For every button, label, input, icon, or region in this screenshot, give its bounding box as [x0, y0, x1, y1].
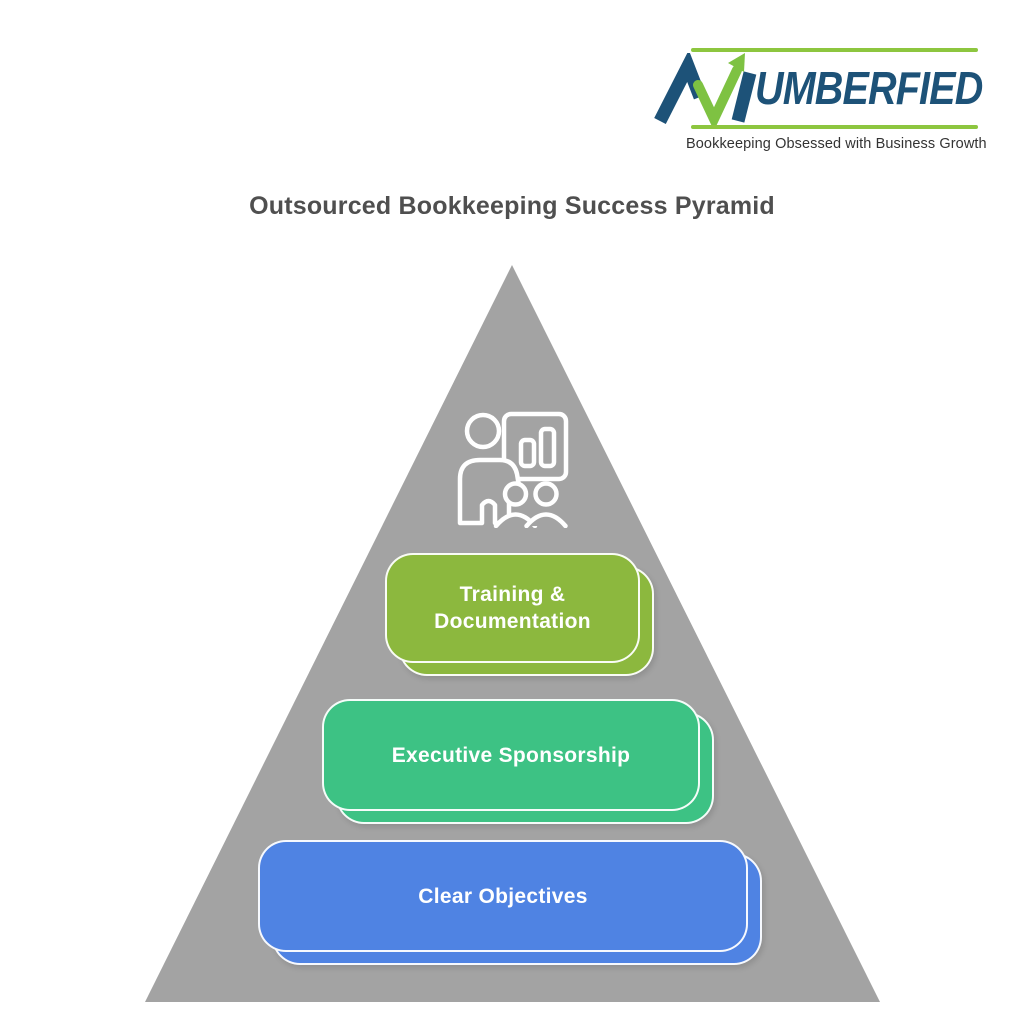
- chart-bar-short-icon: [518, 437, 537, 469]
- tier-label: Documentation: [434, 610, 591, 633]
- tier-front-card: Executive Sponsorship: [322, 699, 700, 811]
- tier-front-card: Training & Documentation: [385, 553, 640, 663]
- chart-bar-tall-icon: [538, 426, 557, 469]
- audience-head-right-icon: [533, 481, 559, 507]
- tier-label: Clear Objectives: [418, 884, 588, 908]
- presentation-board-icon: [501, 411, 569, 482]
- logo-top-rule: [691, 48, 978, 52]
- audience-shoulders-right-icon: [524, 512, 568, 528]
- tier-label: Executive Sponsorship: [391, 743, 631, 767]
- audience-head-left-icon: [502, 481, 529, 507]
- logo-bottom-rule: [691, 125, 978, 129]
- icon-strokes: [457, 411, 569, 528]
- tier-label: Training &: [459, 583, 566, 606]
- tier-training-documentation: Training & Documentation: [385, 553, 654, 676]
- logo-n-left-stroke: [654, 53, 707, 124]
- brand-wordmark: UMBERFIED: [755, 62, 983, 114]
- logo-arrow-shaft: [693, 65, 742, 125]
- tier-clear-objectives: Clear Objectives: [258, 840, 762, 965]
- presenter-chart-audience-icon: [457, 411, 569, 528]
- brand-tagline: Bookkeeping Obsessed with Business Growt…: [686, 136, 987, 152]
- tier-front-card: Clear Objectives: [258, 840, 748, 952]
- page-title: Outsourced Bookkeeping Success Pyramid: [249, 192, 775, 220]
- presenter-head-icon: [464, 412, 502, 450]
- logo-arrow-head: [728, 53, 745, 72]
- n-growth-arrow-icon: [654, 53, 757, 125]
- brand-logo: UMBERFIED Bookkeeping Obsessed with Busi…: [652, 44, 992, 160]
- logo-n-right-stem: [731, 71, 757, 123]
- tier-executive-sponsorship: Executive Sponsorship: [322, 699, 714, 824]
